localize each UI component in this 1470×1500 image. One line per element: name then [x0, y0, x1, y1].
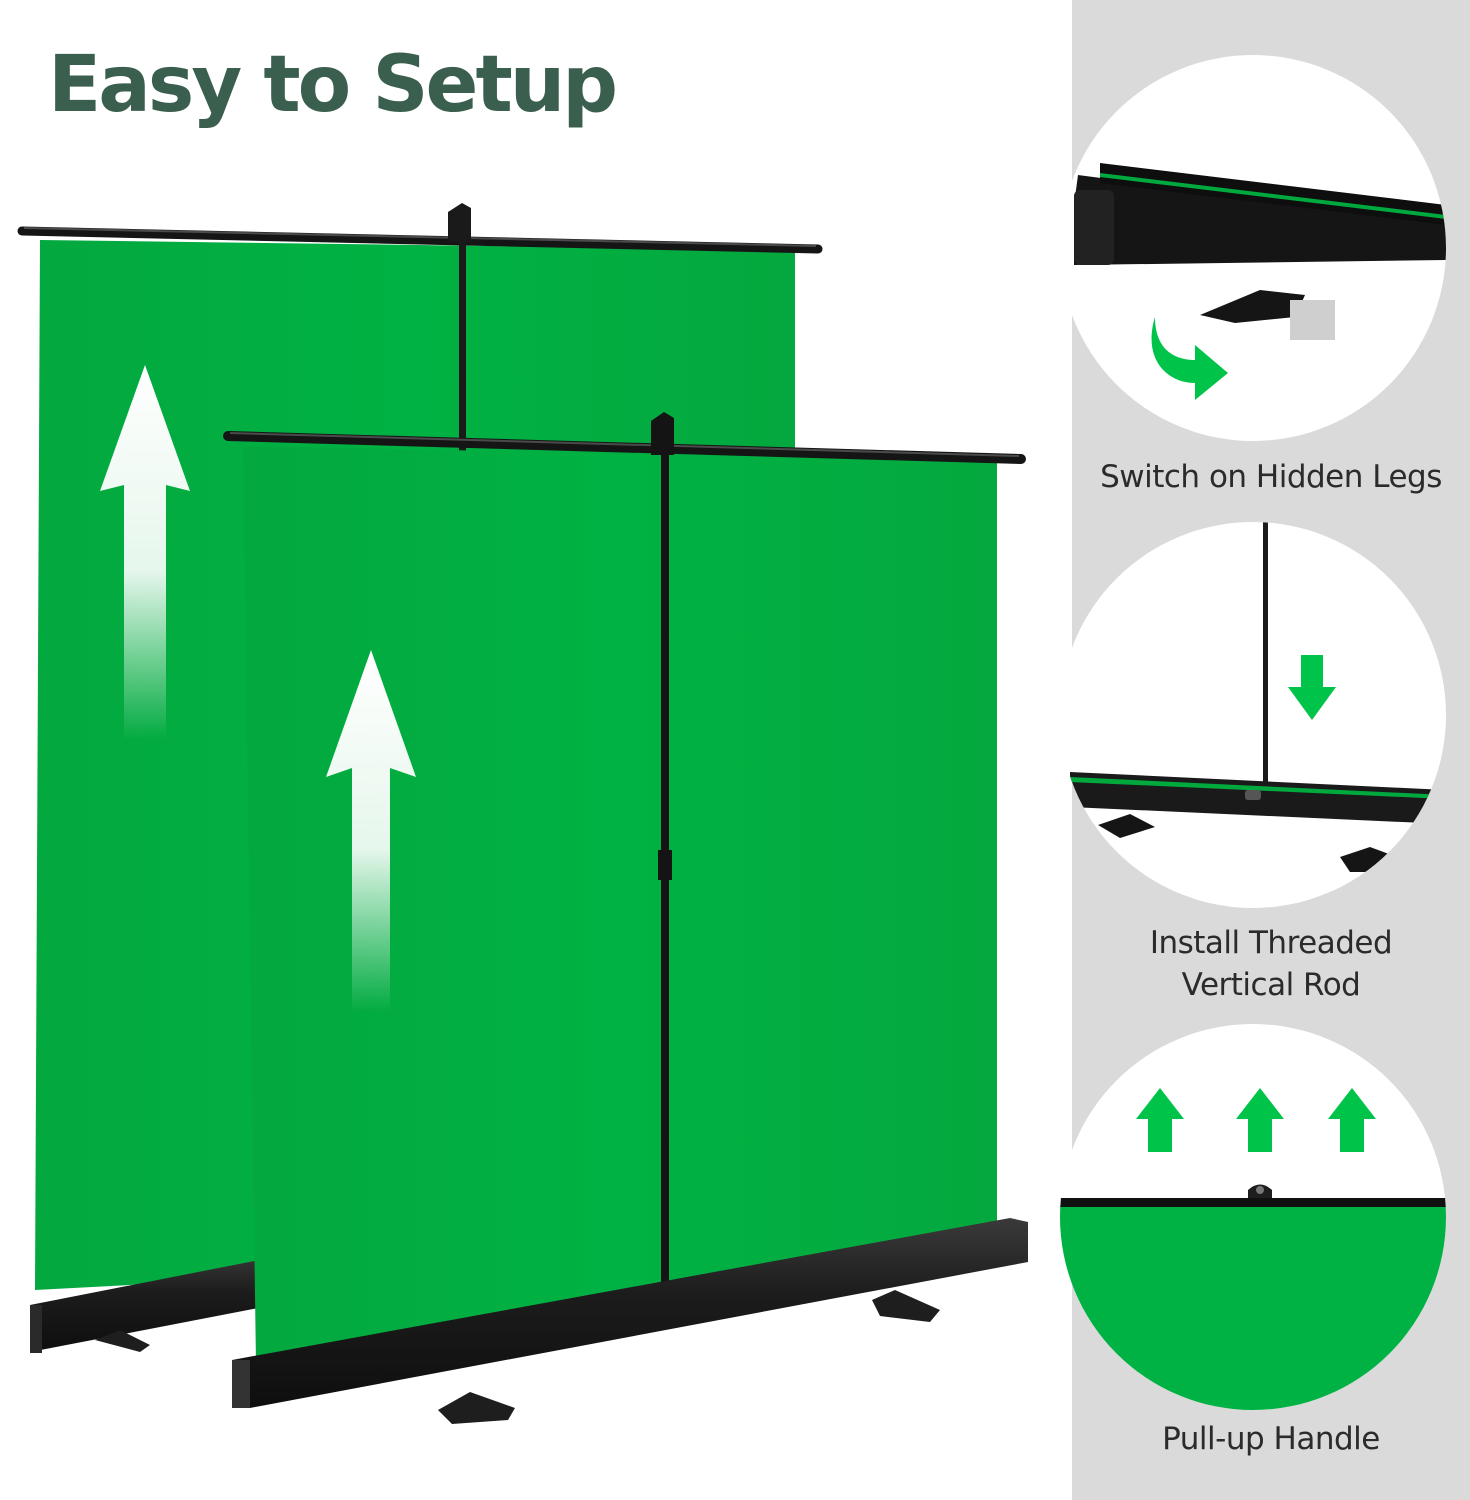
front-green-screen [95, 412, 1028, 1424]
up-arrow-icon [100, 365, 190, 740]
step-pull-handle-image [1060, 1024, 1446, 1410]
page-title: Easy to Setup [48, 40, 618, 130]
up-arrow-icon [1136, 1088, 1184, 1152]
step-hidden-legs-image [1060, 55, 1446, 441]
up-arrow-icon [326, 650, 416, 1012]
up-arrow-icon [1236, 1088, 1284, 1152]
step-caption-hidden-legs: Switch on Hidden Legs [1100, 459, 1442, 495]
step-caption-pull-handle: Pull-up Handle [1162, 1421, 1380, 1457]
down-arrow-icon [1288, 655, 1336, 720]
step-caption-vertical-rod-line2: Vertical Rod [1181, 967, 1361, 1003]
curved-arrow-icon [1151, 317, 1228, 400]
green-screen-illustration [17, 203, 1028, 1424]
product-illustration-area: Easy to Setup [17, 40, 1028, 1424]
step-caption-vertical-rod-line1: Install Threaded [1149, 925, 1393, 961]
up-arrow-icon [1328, 1088, 1376, 1152]
step-vertical-rod-image [1060, 522, 1446, 908]
